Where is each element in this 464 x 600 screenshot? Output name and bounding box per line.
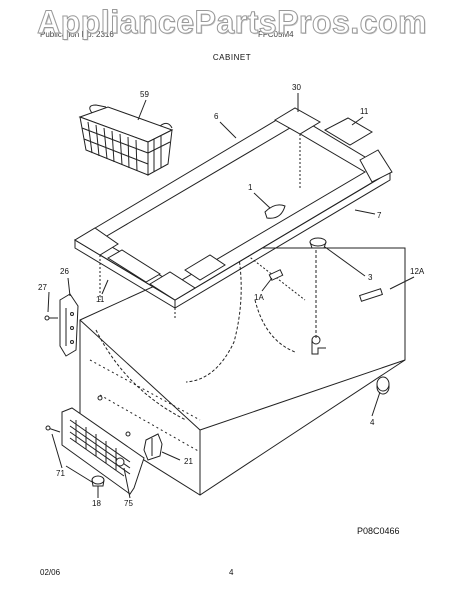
leader-lines xyxy=(47,93,415,499)
diagram-code: P08C0466 xyxy=(357,526,400,536)
callout-4: 4 xyxy=(370,418,375,427)
callout-7: 7 xyxy=(377,211,382,220)
watermark-logo: AppliancePartsPros.com xyxy=(37,4,427,41)
callout-18: 18 xyxy=(92,499,101,508)
screw-drawing xyxy=(125,431,131,437)
hinge-drawing xyxy=(44,293,79,357)
callout-27: 27 xyxy=(38,283,47,292)
grille-drawing xyxy=(45,407,145,495)
callout-12a: 12A xyxy=(410,267,425,276)
section-title: CABINET xyxy=(212,53,252,62)
callout-1a: 1A xyxy=(254,293,264,302)
breaker-strip-frame-drawing xyxy=(74,107,393,320)
wire-basket-drawing xyxy=(78,104,174,176)
callout-21: 21 xyxy=(184,457,193,466)
callout-6: 6 xyxy=(214,112,219,121)
callout-labels: 59 30 6 11 1 7 3 26 12A 27 1A 11 4 21 71… xyxy=(38,83,425,508)
model-label: FFC05M4 xyxy=(258,30,294,39)
callout-75: 75 xyxy=(124,499,133,508)
footer-date: 02/06 xyxy=(40,568,61,577)
callout-11-left: 11 xyxy=(96,295,105,304)
callout-26: 26 xyxy=(60,267,69,276)
power-cord-clamp-drawing xyxy=(143,433,163,461)
callout-71: 71 xyxy=(56,469,65,478)
callout-1: 1 xyxy=(248,183,253,192)
publication-label: Publication No. 2316 xyxy=(40,30,114,39)
leveling-leg-drawing xyxy=(376,376,390,395)
callout-30: 30 xyxy=(292,83,301,92)
drain-plug-drawing xyxy=(309,237,327,249)
cap-drawing xyxy=(91,475,105,487)
callout-11-top: 11 xyxy=(360,107,369,116)
callout-59: 59 xyxy=(140,90,149,99)
screw-drawing xyxy=(97,395,103,401)
footer-page-number: 4 xyxy=(229,568,234,577)
callout-3: 3 xyxy=(368,273,373,282)
